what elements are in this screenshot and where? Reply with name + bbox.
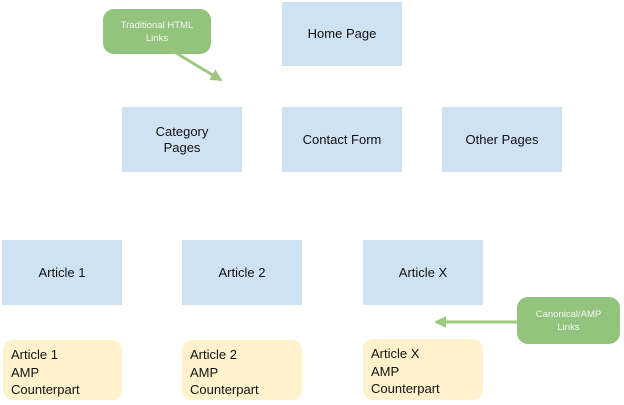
node-home-page: Home Page <box>282 2 402 66</box>
node-label: Article X <box>398 264 448 280</box>
traditional-links-arrow-icon <box>170 48 223 82</box>
node-article-2-amp-counterpart: Article 2 AMP Counterpart <box>182 340 302 400</box>
node-label: Article 1 <box>38 264 86 280</box>
node-label: Category Pages <box>155 123 209 155</box>
callout-canonical-amp-links: Canonical/AMP Links <box>517 297 620 344</box>
node-contact-form: Contact Form <box>282 107 402 172</box>
node-category-pages: Category Pages <box>122 107 242 172</box>
node-label: Article 2 <box>218 264 266 280</box>
node-label: Article X AMP Counterpart <box>371 346 440 396</box>
node-label: Home Page <box>307 26 377 41</box>
callout-traditional-html-links: Traditional HTML Links <box>103 9 211 54</box>
node-label: Other Pages <box>465 131 539 147</box>
node-label: Article 2 AMP Counterpart <box>190 347 259 397</box>
node-label: Article 1 AMP Counterpart <box>11 347 80 397</box>
node-label: Contact Form <box>302 131 382 147</box>
node-article-x: Article X <box>363 240 483 305</box>
callout-label: Traditional HTML Links <box>120 19 194 44</box>
node-article-1: Article 1 <box>2 240 122 305</box>
node-other-pages: Other Pages <box>442 107 562 172</box>
callout-label: Canonical/AMP Links <box>535 308 602 333</box>
node-article-1-amp-counterpart: Article 1 AMP Counterpart <box>3 340 122 400</box>
node-article-2: Article 2 <box>182 240 302 305</box>
node-article-x-amp-counterpart: Article X AMP Counterpart <box>363 339 483 400</box>
